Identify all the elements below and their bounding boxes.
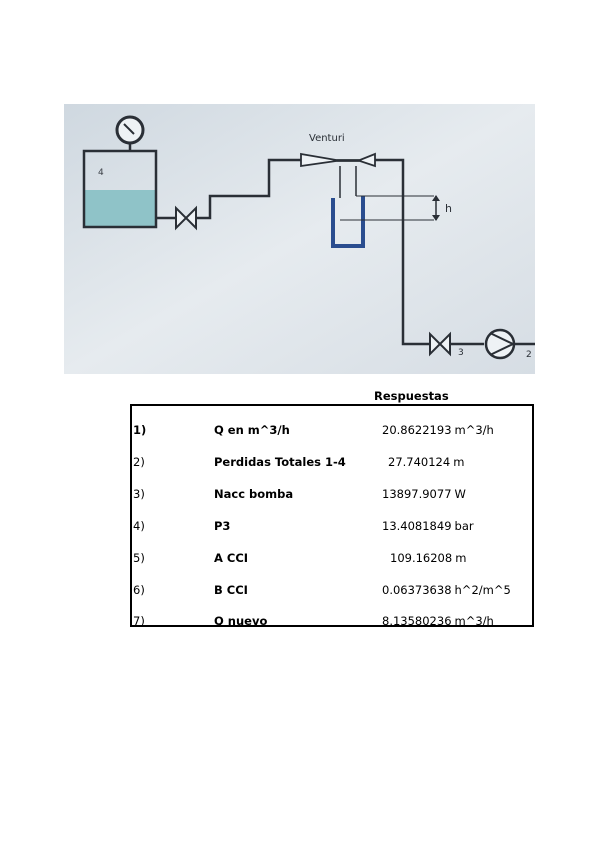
u-tube-manometer: h: [331, 166, 452, 248]
pressure-gauge: [115, 115, 145, 151]
tank-label: 4: [98, 168, 104, 178]
value-unit: h^2/m^5: [454, 583, 511, 597]
value-unit: bar: [454, 519, 474, 533]
tank-water: [84, 190, 156, 227]
venturi-label: Venturi: [309, 133, 345, 144]
value-unit: m^3/h: [454, 423, 494, 437]
row-label: Nacc bomba: [214, 487, 294, 501]
valve-3-icon: 3: [429, 331, 464, 358]
value-number: 20.8622193: [382, 423, 452, 437]
photo-background: [64, 104, 535, 374]
value-number: 109.16208: [390, 551, 453, 565]
row-number: 3): [133, 487, 145, 501]
valve-tank-icon: [175, 205, 197, 231]
row-label: Q nuevo: [214, 614, 268, 628]
row-number: 6): [133, 583, 145, 597]
row-number: 4): [133, 519, 145, 533]
tank-4: 4: [82, 149, 158, 229]
row-number: 2): [133, 455, 145, 469]
system-diagram-photo: 4 Venturi h: [64, 104, 535, 374]
row-number: 1): [133, 423, 147, 437]
value-unit: m: [453, 455, 465, 469]
valve-3-label: 3: [458, 348, 464, 358]
row-label: Q en m^3/h: [214, 423, 290, 437]
value-unit: W: [454, 487, 466, 501]
value-number: 13.4081849: [382, 519, 452, 533]
value-unit: m^3/h: [454, 614, 494, 628]
venturi-tube: Venturi: [300, 133, 376, 168]
row-number: 5): [133, 551, 145, 565]
row-label: Perdidas Totales 1-4: [214, 455, 346, 469]
value-number: 27.740124: [388, 455, 451, 469]
row-label: B CCI: [214, 583, 248, 597]
system-diagram: 4 Venturi h: [64, 104, 535, 374]
pump-label: 2: [526, 350, 532, 360]
value-number: 0.06373638: [382, 583, 452, 597]
results-heading: Respuestas: [374, 389, 449, 403]
pipe-segment-inlet: [156, 158, 301, 220]
pump-2-icon: 2: [484, 328, 535, 360]
value-unit: m: [455, 551, 467, 565]
row-number: 7): [133, 614, 145, 628]
value-number: 8.13580236: [382, 614, 452, 628]
row-label: P3: [214, 519, 231, 533]
value-number: 13897.9077: [382, 487, 452, 501]
height-label: h: [445, 202, 452, 215]
row-label: A CCI: [214, 551, 249, 565]
